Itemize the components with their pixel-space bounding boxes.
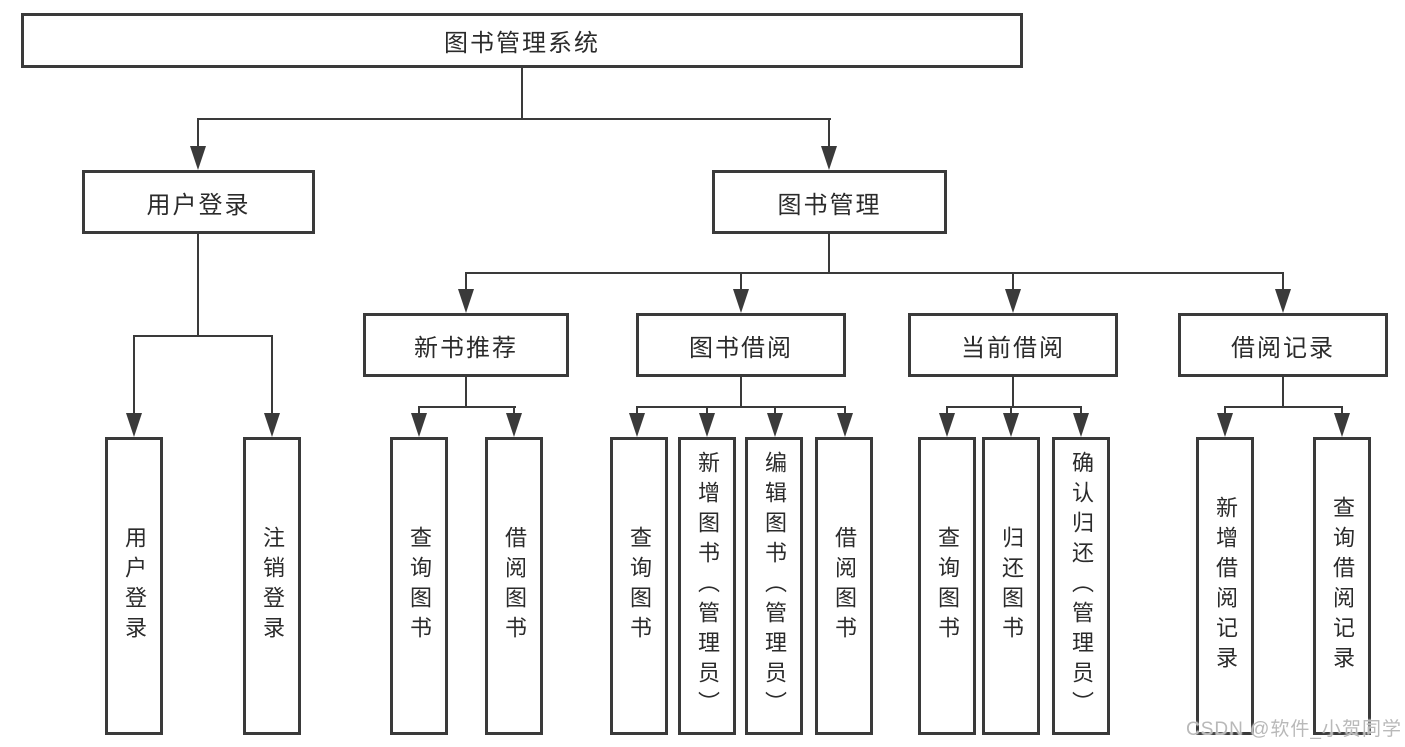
leaf-query-borrow-record-label: 查询借阅记录 [1330, 496, 1355, 676]
connector-book-mgmt-stem [828, 234, 830, 274]
leaf-confirm-return-admin: 确认归还（管理员） [1052, 437, 1110, 735]
leaf-add-borrow-record: 新增借阅记录 [1196, 437, 1254, 735]
connector-newbook-stem [465, 377, 467, 408]
arrowhead-leaf-logout [264, 413, 280, 437]
node-borrow-records: 借阅记录 [1178, 313, 1388, 377]
arrowhead-g3-l1 [629, 413, 645, 437]
connector-bookborrow-stem [740, 377, 742, 408]
connector-book-mgmt-bar [465, 272, 1284, 274]
node-borrow-records-label: 借阅记录 [1231, 334, 1335, 362]
arrowhead-book-mgmt [821, 146, 837, 170]
node-library-system-label: 图书管理系统 [444, 30, 600, 57]
leaf-add-borrow-record-label: 新增借阅记录 [1213, 496, 1238, 676]
leaf-borrow-books-recommend: 借阅图书 [485, 437, 543, 735]
arrowhead-g2-l2 [506, 413, 522, 437]
arrowhead-g5-l1 [1217, 413, 1233, 437]
leaf-user-login: 用户登录 [105, 437, 163, 735]
arrowhead-g2-l1 [411, 413, 427, 437]
connector-borrowrecords-bar [1224, 406, 1343, 408]
connector-book-mgmt-drop [828, 118, 830, 154]
arrowhead-leaf-login [126, 413, 142, 437]
leaf-query-books-recommend-label: 查询图书 [407, 526, 432, 646]
connector-newbook-bar [418, 406, 516, 408]
arrowhead-g5-l2 [1334, 413, 1350, 437]
leaf-query-borrow-record: 查询借阅记录 [1313, 437, 1371, 735]
arrowhead-currentborrow [1005, 289, 1021, 313]
connector-leaf-logout-drop [271, 335, 273, 421]
node-user-login: 用户登录 [82, 170, 315, 234]
connector-leaf-login-drop [133, 335, 135, 421]
leaf-query-books-borrow-label: 查询图书 [627, 526, 652, 646]
connector-borrowrecords-stem [1282, 377, 1284, 408]
connector-borrowrecords-drop [1282, 272, 1284, 294]
leaf-query-books-recommend: 查询图书 [390, 437, 448, 735]
leaf-borrow-books-label: 借阅图书 [832, 526, 857, 646]
node-current-borrow-label: 当前借阅 [961, 334, 1065, 362]
arrowhead-g4-l1 [939, 413, 955, 437]
arrowhead-g4-l3 [1073, 413, 1089, 437]
leaf-query-books-borrow: 查询图书 [610, 437, 668, 735]
connector-newbook-drop [465, 272, 467, 294]
leaf-logout-label: 注销登录 [260, 526, 285, 646]
leaf-confirm-return-admin-label: 确认归还（管理员） [1069, 451, 1094, 721]
csdn-watermark: CSDN @软件_小贺同学 [1186, 719, 1402, 740]
leaf-user-login-label: 用户登录 [122, 526, 147, 646]
node-book-management: 图书管理 [712, 170, 947, 234]
leaf-edit-books-admin: 编辑图书（管理员） [745, 437, 803, 735]
arrowhead-borrowrecords [1275, 289, 1291, 313]
node-new-book-recommend: 新书推荐 [363, 313, 569, 377]
leaf-add-books-admin: 新增图书（管理员） [678, 437, 736, 735]
connector-bookborrow-bar [636, 406, 846, 408]
leaf-add-books-admin-label: 新增图书（管理员） [695, 451, 720, 721]
arrowhead-g3-l4 [837, 413, 853, 437]
leaf-query-books-current: 查询图书 [918, 437, 976, 735]
leaf-borrow-books-recommend-label: 借阅图书 [502, 526, 527, 646]
connector-currentborrow-drop [1012, 272, 1014, 294]
node-current-borrow: 当前借阅 [908, 313, 1118, 377]
arrowhead-newbook [458, 289, 474, 313]
leaf-logout: 注销登录 [243, 437, 301, 735]
node-book-management-label: 图书管理 [777, 191, 882, 219]
leaf-return-books-label: 归还图书 [999, 526, 1024, 646]
connector-bookborrow-drop [740, 272, 742, 294]
connector-currentborrow-stem [1012, 377, 1014, 408]
node-new-book-recommend-label: 新书推荐 [414, 334, 518, 362]
arrowhead-g4-l2 [1003, 413, 1019, 437]
arrowhead-user-login [190, 146, 206, 170]
leaf-return-books: 归还图书 [982, 437, 1040, 735]
node-book-borrow: 图书借阅 [636, 313, 846, 377]
connector-currentborrow-bar [946, 406, 1081, 408]
arrowhead-g3-l2 [699, 413, 715, 437]
connector-user-login-drop [197, 118, 199, 154]
leaf-query-books-current-label: 查询图书 [935, 526, 960, 646]
connector-user-login-stem [197, 234, 199, 337]
arrowhead-g3-l3 [767, 413, 783, 437]
node-library-system: 图书管理系统 [21, 13, 1023, 68]
leaf-borrow-books: 借阅图书 [815, 437, 873, 735]
arrowhead-bookborrow [733, 289, 749, 313]
leaf-edit-books-admin-label: 编辑图书（管理员） [762, 451, 787, 721]
node-user-login-label: 用户登录 [146, 191, 251, 219]
connector-root-bar [197, 118, 831, 120]
node-book-borrow-label: 图书借阅 [689, 334, 793, 362]
connector-user-login-bar [133, 335, 273, 337]
connector-root-stem [521, 68, 523, 118]
